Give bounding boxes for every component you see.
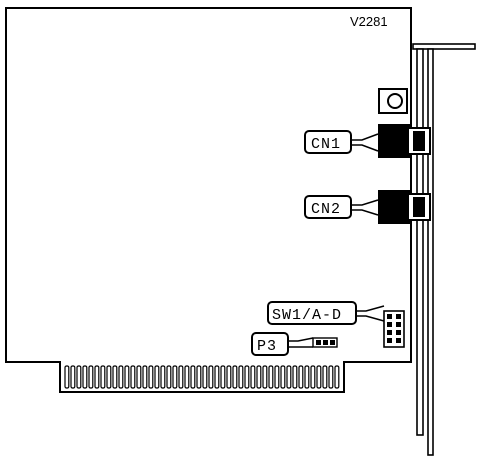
switch-callout: SW1/A-D [267, 301, 385, 325]
edge-finger [118, 365, 124, 389]
switch-label: SW1/A-D [272, 307, 342, 324]
edge-finger [262, 365, 268, 389]
dip-switch-block [383, 310, 405, 348]
edge-finger [226, 365, 232, 389]
edge-finger [190, 365, 196, 389]
dip-switch-pin [387, 330, 392, 335]
edge-finger [274, 365, 280, 389]
cn1-label: CN1 [311, 136, 341, 153]
p3-callout: P3 [251, 332, 314, 356]
edge-finger [136, 365, 142, 389]
edge-finger [196, 365, 202, 389]
edge-finger [268, 365, 274, 389]
edge-finger [208, 365, 214, 389]
edge-finger [328, 365, 334, 389]
edge-finger [310, 365, 316, 389]
edge-finger [142, 365, 148, 389]
edge-finger [184, 365, 190, 389]
cn2-label: CN2 [311, 201, 341, 218]
mounting-bracket [412, 43, 476, 456]
edge-finger [88, 365, 94, 389]
circuit-board [5, 7, 412, 393]
edge-finger [232, 365, 238, 389]
cn1-connector [378, 124, 431, 158]
edge-finger [130, 365, 136, 389]
edge-finger [280, 365, 286, 389]
edge-connector [64, 365, 340, 389]
cn2-callout: CN2 [304, 195, 379, 219]
edge-finger [64, 365, 70, 389]
dip-switch-pin [396, 338, 401, 343]
edge-finger [334, 365, 340, 389]
edge-finger [100, 365, 106, 389]
edge-finger [244, 365, 250, 389]
dip-switch-pin [387, 314, 392, 319]
dip-switch-pin [396, 314, 401, 319]
edge-finger [178, 365, 184, 389]
edge-finger [220, 365, 226, 389]
cn1-callout: CN1 [304, 130, 379, 154]
edge-finger [250, 365, 256, 389]
edge-finger [256, 365, 262, 389]
cn2-connector [378, 190, 431, 224]
dip-switch-pin [396, 322, 401, 327]
edge-finger [238, 365, 244, 389]
dip-switch-pin [387, 322, 392, 327]
edge-finger [82, 365, 88, 389]
edge-finger [154, 365, 160, 389]
edge-finger [202, 365, 208, 389]
edge-finger [160, 365, 166, 389]
p3-jumper [312, 337, 338, 348]
edge-finger [322, 365, 328, 389]
edge-finger [112, 365, 118, 389]
edge-finger [304, 365, 310, 389]
edge-finger [94, 365, 100, 389]
model-label: V2281 [350, 14, 388, 29]
edge-finger [286, 365, 292, 389]
edge-finger [214, 365, 220, 389]
edge-finger [292, 365, 298, 389]
edge-finger [76, 365, 82, 389]
edge-finger [166, 365, 172, 389]
edge-finger [124, 365, 130, 389]
dip-switch-pin [387, 338, 392, 343]
edge-finger [148, 365, 154, 389]
edge-finger [316, 365, 322, 389]
dip-switch-pin [396, 330, 401, 335]
led-indicator [378, 88, 408, 114]
edge-finger [298, 365, 304, 389]
edge-finger [172, 365, 178, 389]
edge-finger [106, 365, 112, 389]
edge-finger [70, 365, 76, 389]
p3-label: P3 [257, 338, 277, 355]
